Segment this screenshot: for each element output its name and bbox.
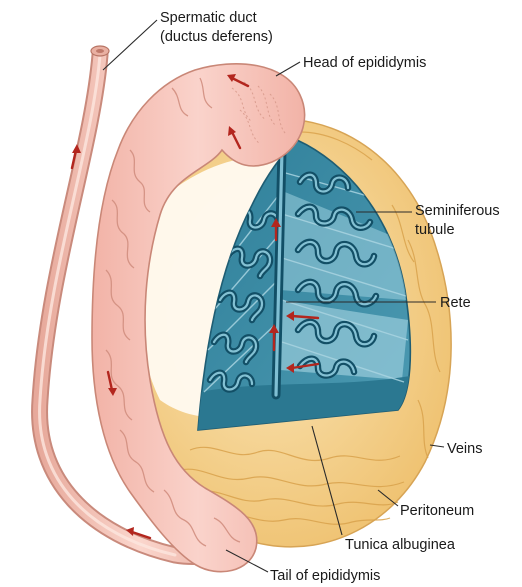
label-spermatic-duct: Spermatic duct bbox=[160, 10, 257, 26]
label-seminiferous: Seminiferous bbox=[415, 203, 500, 219]
label-tail-of-epididymis: Tail of epididymis bbox=[270, 568, 380, 584]
label-tubule: tubule bbox=[415, 222, 455, 238]
label-veins: Veins bbox=[447, 441, 482, 457]
label-tunica-albuginea: Tunica albuginea bbox=[345, 537, 456, 553]
label-head-of-epididymis: Head of epididymis bbox=[303, 55, 426, 71]
label-rete: Rete bbox=[440, 295, 471, 311]
label-peritoneum: Peritoneum bbox=[400, 503, 474, 519]
leader-spermatic-duct bbox=[103, 20, 157, 70]
leader-head-epididymis bbox=[276, 62, 300, 76]
label-ductus-deferens: (ductus deferens) bbox=[160, 29, 273, 45]
